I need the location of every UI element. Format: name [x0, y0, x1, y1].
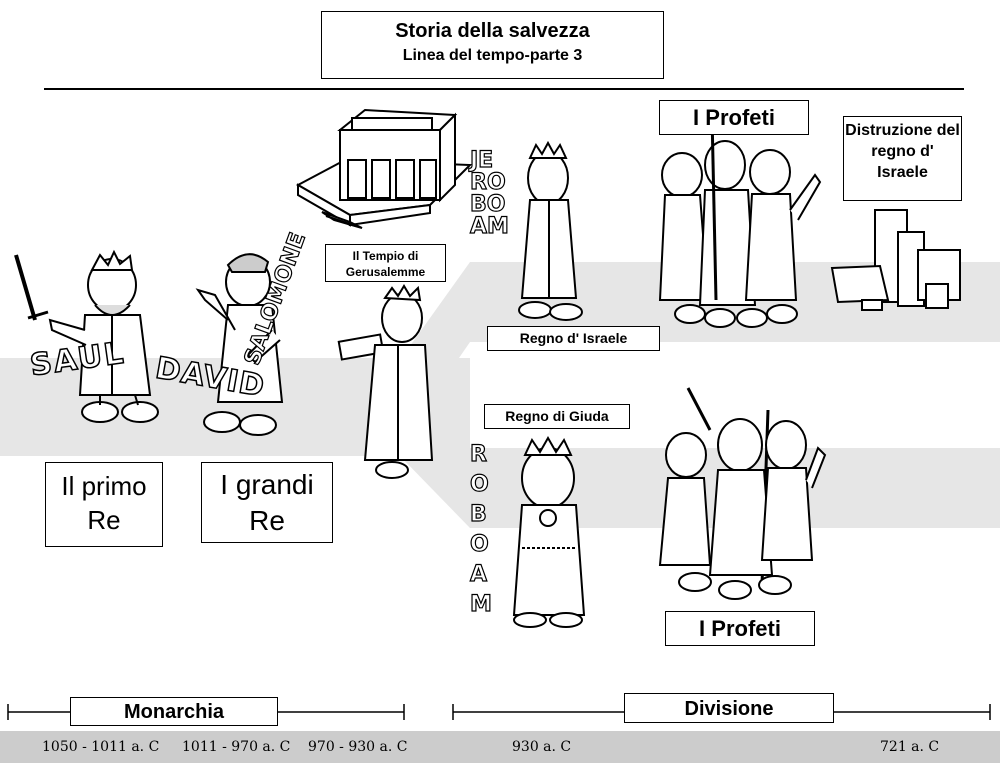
page-title: Storia della salvezza	[395, 20, 590, 42]
label-profeti-bottom: I Profeti	[665, 611, 815, 646]
label-primo-re-text: Il primo Re	[61, 471, 147, 535]
saul-figure-icon	[14, 249, 159, 423]
date-david: 1011 - 970 a. C	[182, 739, 291, 755]
date-salomone: 970 - 930 a. C	[308, 739, 408, 755]
period-monarchia: Monarchia	[70, 697, 278, 726]
prophets-top-icon	[658, 114, 822, 328]
period-divisione: Divisione	[624, 693, 834, 723]
label-grandi-re-text: I grandi Re	[220, 469, 314, 536]
label-regno-israele-text: Regno d' Israele	[519, 330, 628, 346]
label-profeti-top-text: I Profeti	[693, 105, 775, 130]
roboamo-name: ROBOAM	[469, 441, 492, 617]
label-tempio-text: Il Tempio di Gerusalemme	[345, 249, 426, 279]
geroboamo-figure-icon	[518, 140, 583, 321]
label-tempio: Il Tempio di Gerusalemme	[325, 244, 446, 282]
label-distruzione: Distruzione del regno d' Israele	[843, 116, 962, 201]
salomone-figure-icon	[337, 284, 434, 479]
footer-band	[0, 731, 1000, 763]
label-profeti-top: I Profeti	[659, 100, 809, 135]
date-distruzione: 721 a. C	[880, 739, 940, 755]
label-distruzione-text: Distruzione del regno d' Israele	[845, 122, 960, 181]
label-profeti-bottom-text: I Profeti	[699, 616, 781, 641]
date-saul: 1050 - 1011 a. C	[42, 739, 160, 755]
label-grandi-re: I grandi Re	[201, 462, 333, 543]
label-regno-israele: Regno d' Israele	[487, 326, 660, 351]
header-box: Storia della salvezza Linea del tempo-pa…	[321, 11, 664, 79]
geroboamo-name: JEROBOAM	[469, 148, 509, 239]
label-primo-re: Il primo Re	[45, 462, 163, 547]
temple-icon	[295, 108, 473, 229]
page-subtitle: Linea del tempo-parte 3	[402, 47, 583, 64]
label-regno-giuda: Regno di Giuda	[484, 404, 630, 429]
roboamo-figure-icon	[512, 435, 586, 628]
period-divisione-text: Divisione	[684, 698, 774, 720]
period-monarchia-text: Monarchia	[123, 701, 225, 723]
label-regno-giuda-text: Regno di Giuda	[505, 408, 609, 424]
timeline-monarchia-line	[7, 704, 405, 720]
prophets-bottom-icon	[658, 387, 827, 600]
david-figure-icon	[195, 253, 284, 436]
timeline-divisione-line	[452, 704, 991, 720]
date-divisione: 930 a. C	[512, 739, 572, 755]
ruins-icon	[830, 209, 961, 311]
